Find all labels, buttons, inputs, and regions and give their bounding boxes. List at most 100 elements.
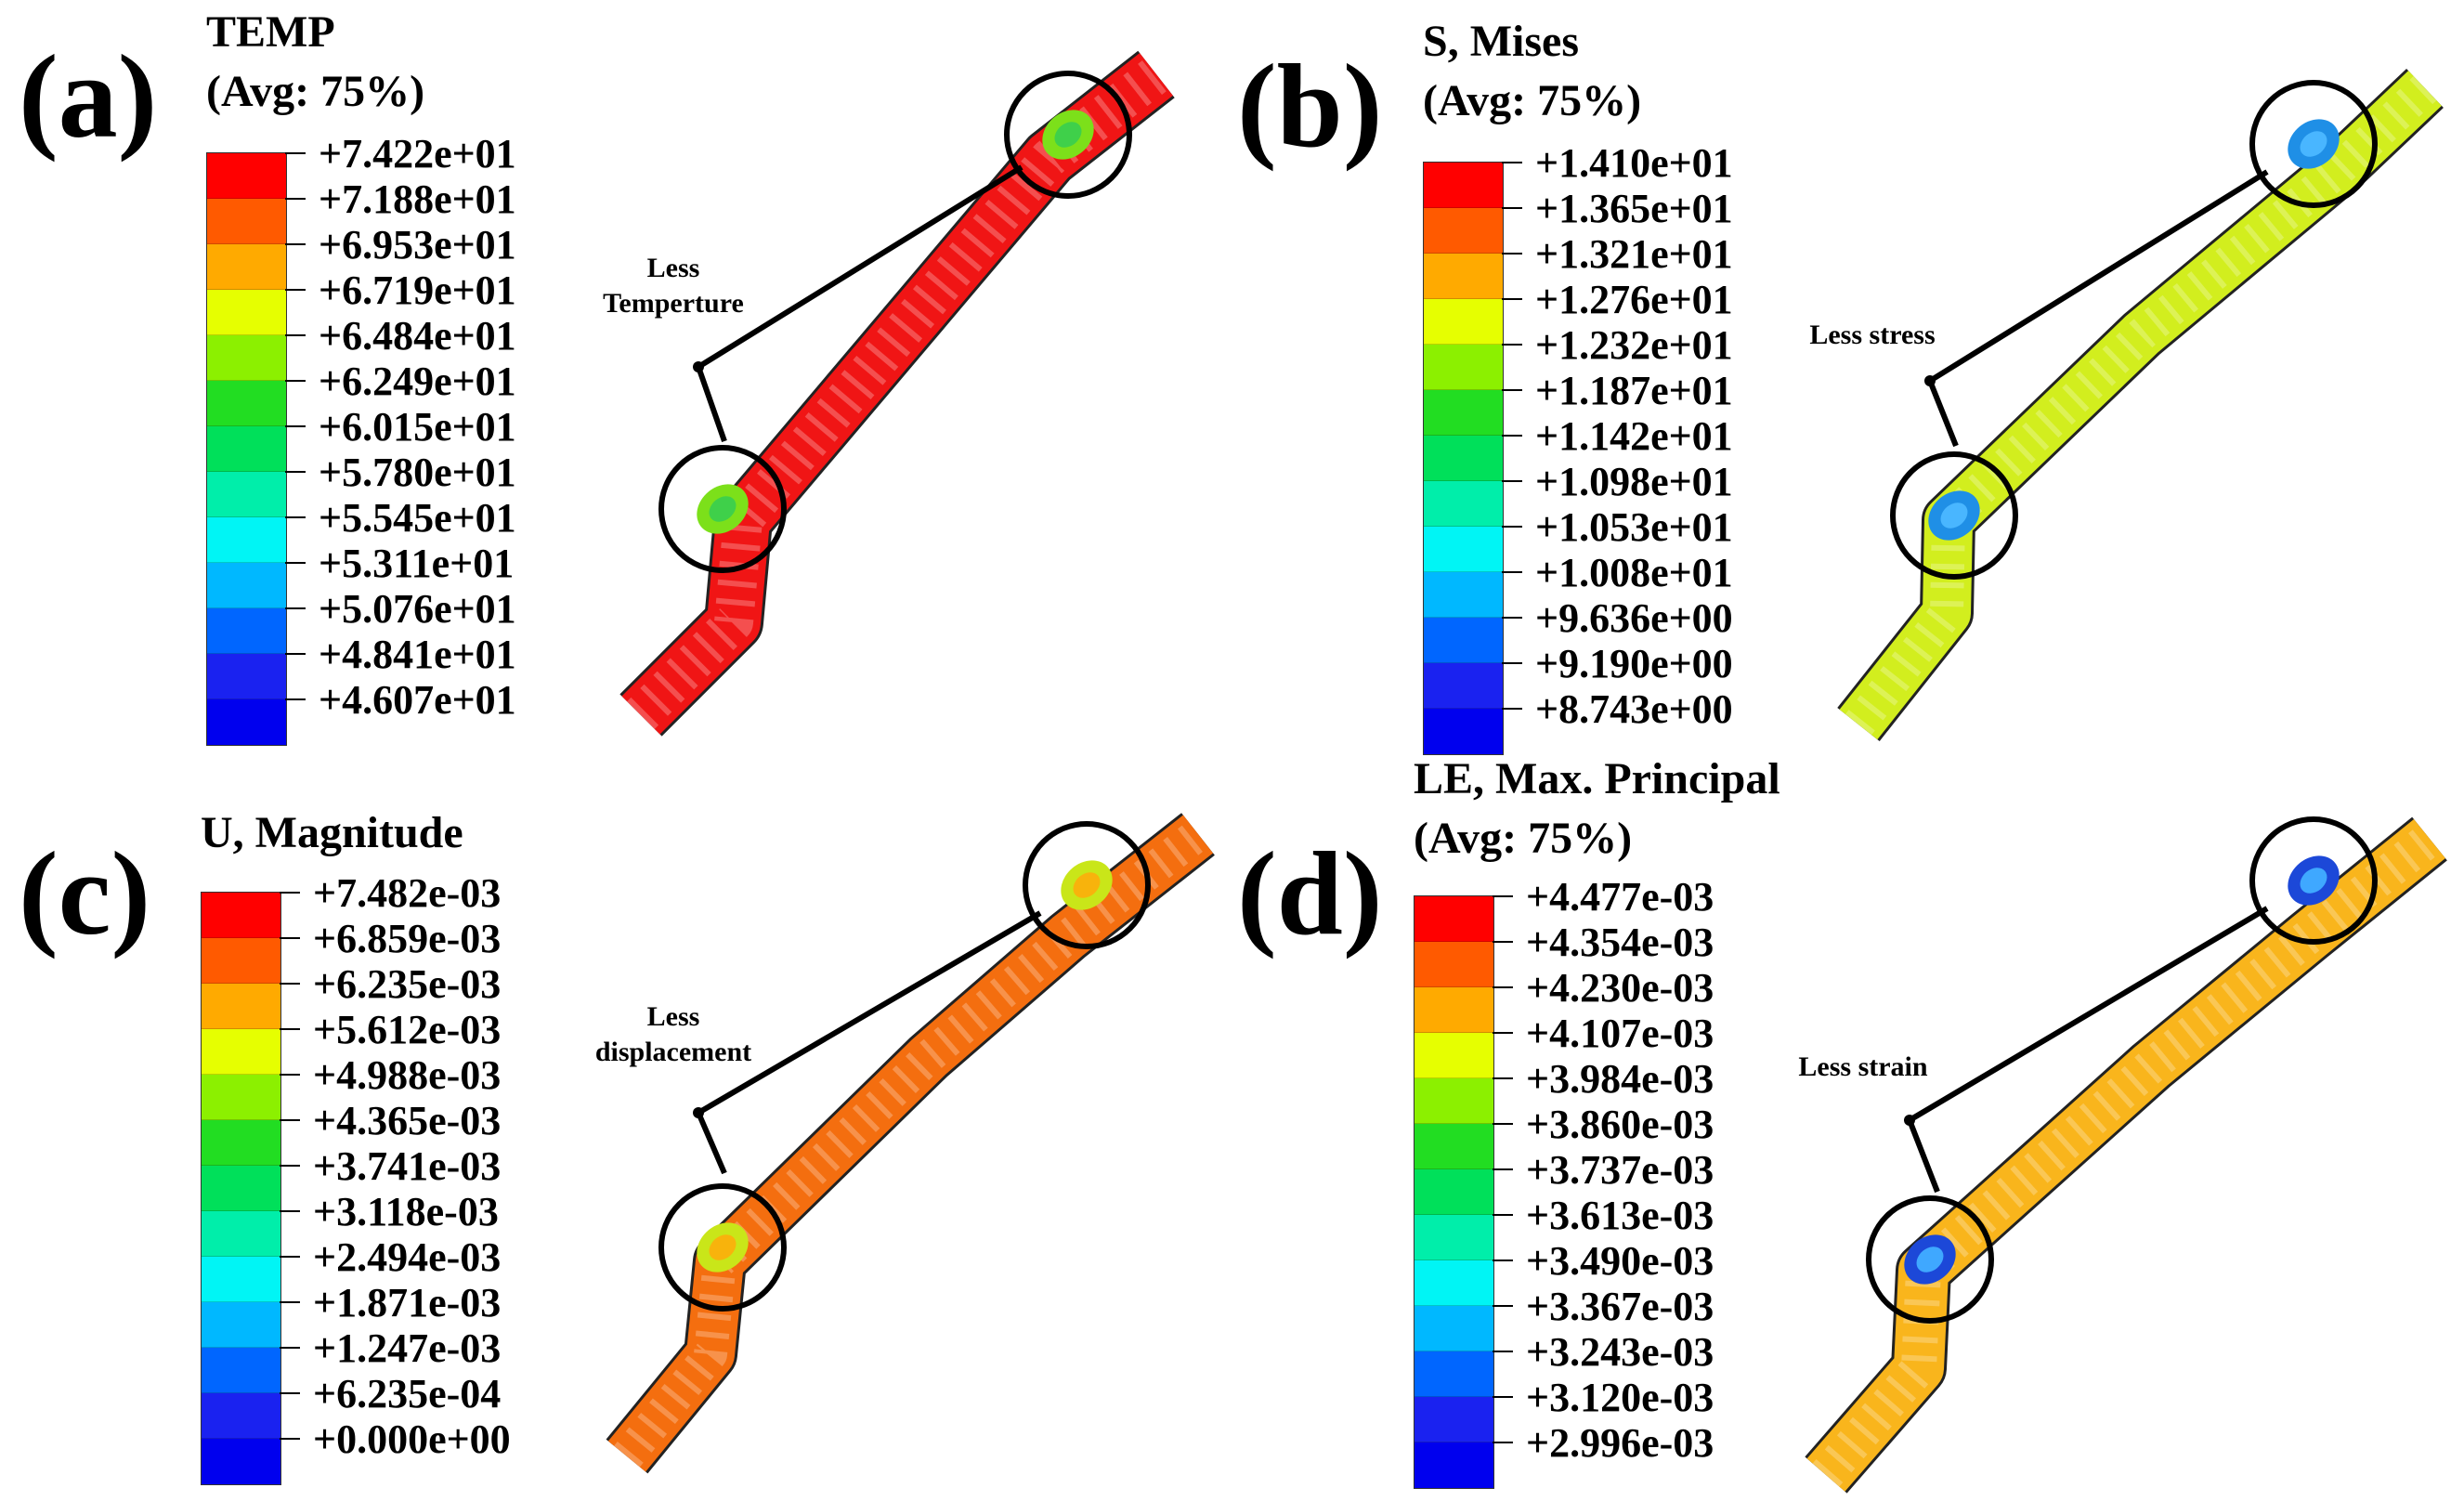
legend-tick-value: +3.741e-03: [313, 1143, 502, 1189]
legend-band: [1415, 896, 1493, 942]
strip-texture: [627, 59, 1168, 729]
legend-band: [202, 1120, 280, 1166]
hotspot-core: [1940, 503, 1968, 529]
color-legend: [201, 892, 281, 1485]
legend-tick-value: +3.737e-03: [1526, 1147, 1714, 1193]
legend-tick: [280, 1119, 300, 1121]
legend-tick-value: +7.482e-03: [313, 870, 502, 916]
legend-title-line: LE, Max. Principal: [1414, 754, 1780, 803]
legend-band: [1424, 572, 1503, 618]
legend-tick: [1502, 571, 1522, 573]
legend-tick: [280, 1392, 300, 1394]
color-legend: [1414, 895, 1494, 1489]
fe-model-illustration: [606, 813, 1215, 1474]
legend-band: [207, 199, 286, 244]
legend-band: [1415, 1306, 1493, 1351]
legend-band: [202, 1211, 280, 1257]
panel-b: (b) S, Mises (Avg: 75%) +1.410e+01+1.365…: [1232, 0, 2464, 755]
legend-band: [202, 1302, 280, 1348]
legend-tick: [1502, 480, 1522, 482]
legend-band: [207, 335, 286, 381]
legend-tick-value: +1.365e+01: [1535, 186, 1733, 231]
legend-tick-value: +3.120e-03: [1526, 1375, 1714, 1420]
strip-texture: [614, 820, 1209, 1468]
legend-tick: [1493, 1032, 1513, 1034]
legend-band: [1424, 481, 1503, 527]
legend-band: [207, 290, 286, 335]
legend-band: [1415, 1397, 1493, 1442]
legend-tick: [1502, 708, 1522, 710]
legend-tick: [1493, 941, 1513, 943]
legend-tick-value: +9.636e+00: [1535, 595, 1733, 641]
strip-texture: [1812, 825, 2441, 1487]
legend-tick-value: +6.235e-04: [313, 1371, 502, 1416]
legend-tick-value: +4.107e-03: [1526, 1011, 1714, 1056]
legend-tick: [285, 471, 306, 473]
legend-tick-value: +1.142e+01: [1535, 413, 1733, 459]
legend-tick-value: +6.015e+01: [319, 404, 516, 450]
panel-letter: (b): [1237, 40, 1383, 172]
strip-body: [1806, 818, 2445, 1492]
legend-tick: [1502, 389, 1522, 391]
legend-tick-value: +6.953e+01: [319, 222, 516, 268]
strip-body: [607, 815, 1214, 1472]
legend-band: [202, 1075, 280, 1120]
highlight-circle: [2249, 80, 2378, 208]
legend-tick: [1493, 1168, 1513, 1170]
legend-band: [1415, 1351, 1493, 1397]
hotspot-core: [1916, 1246, 1944, 1273]
legend-band: [1424, 208, 1503, 254]
legend-tick-value: +7.422e+01: [319, 131, 516, 176]
leader-joint: [693, 361, 704, 372]
legend-tick: [1502, 662, 1522, 664]
legend-band: [1424, 436, 1503, 481]
legend-tick: [285, 607, 306, 609]
legend-tick: [285, 562, 306, 564]
legend-tick: [285, 243, 306, 245]
legend-band: [1424, 663, 1503, 709]
hotspot-core: [709, 1234, 737, 1260]
legend-tick: [285, 698, 306, 700]
legend-tick-value: +5.612e-03: [313, 1007, 502, 1052]
legend-tick-value: +7.188e+01: [319, 176, 516, 222]
panel-letter: (a): [19, 31, 158, 163]
legend-tick: [280, 1347, 300, 1349]
panel-letter: (d): [1237, 828, 1383, 959]
legend-tick-value: +5.545e+01: [319, 495, 516, 541]
legend-tick-value: +6.235e-03: [313, 961, 502, 1007]
legend-band: [207, 654, 286, 699]
legend-tick-value: +8.743e+00: [1535, 686, 1733, 732]
legend-band: [207, 381, 286, 426]
legend-title-line: S, Mises: [1423, 17, 1579, 66]
legend-tick-value: +1.247e-03: [313, 1325, 502, 1371]
legend-tick-value: +1.871e-03: [313, 1280, 502, 1325]
legend-tick-value: +1.053e+01: [1535, 504, 1733, 550]
legend-title-line: TEMP: [206, 7, 335, 57]
legend-tick-value: +3.613e-03: [1526, 1193, 1714, 1238]
legend-tick: [1493, 1214, 1513, 1216]
legend-tick: [1493, 895, 1513, 897]
legend-tick: [1502, 162, 1522, 163]
hotspot-core: [709, 496, 737, 522]
legend-tick: [1493, 1123, 1513, 1125]
legend-band: [202, 1166, 280, 1211]
legend-tick: [1502, 344, 1522, 346]
panel-c: (c) U, Magnitude +7.482e-03+6.859e-03+6.…: [0, 750, 1232, 1501]
legend-tick: [285, 334, 306, 336]
legend-tick-value: +1.232e+01: [1535, 322, 1733, 368]
legend-band: [1424, 390, 1503, 436]
legend-band: [1424, 254, 1503, 299]
legend-band: [207, 608, 286, 654]
legend-tick-value: +9.190e+00: [1535, 641, 1733, 686]
panel-a: (a) TEMP (Avg: 75%) +7.422e+01+7.188e+01…: [0, 0, 1232, 750]
legend-title-line: (Avg: 75%): [1414, 814, 1633, 863]
legend-tick: [1493, 1351, 1513, 1352]
fe-model-illustration: [1837, 68, 2444, 742]
legend-tick-value: +4.354e-03: [1526, 920, 1714, 965]
hotspot-core: [2300, 131, 2327, 157]
legend-band: [1424, 345, 1503, 390]
legend-band: [207, 244, 286, 290]
legend-tick: [285, 653, 306, 655]
legend-tick: [280, 937, 300, 939]
legend-tick-value: +2.494e-03: [313, 1234, 502, 1280]
